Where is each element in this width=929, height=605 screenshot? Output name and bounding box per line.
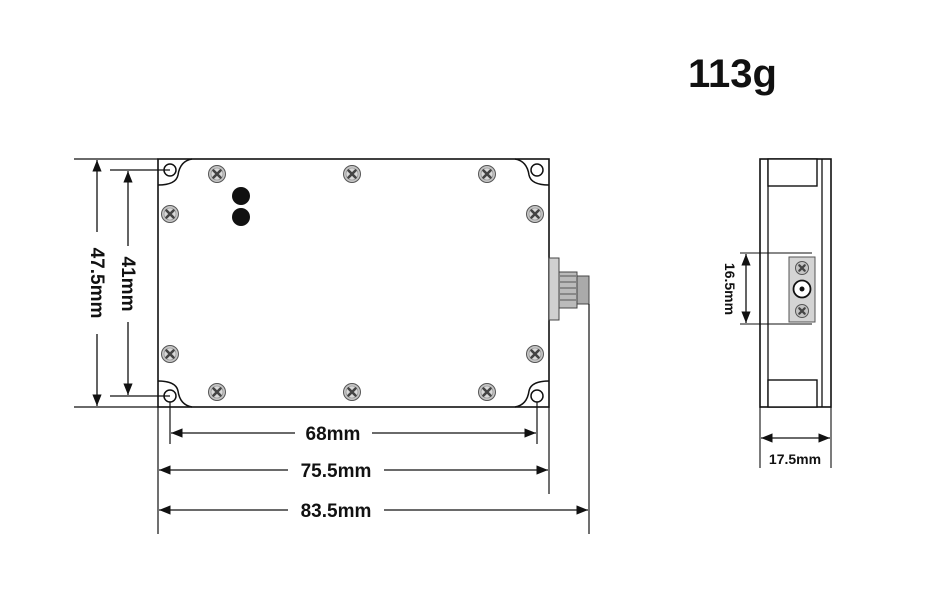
side-thickness-label: 17.5mm — [769, 451, 821, 467]
side-connector-plate — [788, 256, 816, 323]
screw-icon — [207, 164, 227, 184]
indicator-dot — [232, 187, 250, 205]
screw-icon — [477, 382, 497, 402]
side-flange-top — [767, 158, 818, 187]
dim-height-outer: 47.5mm — [86, 160, 107, 406]
dim-connector-span: 16.5mm — [722, 252, 812, 325]
screw-icon — [160, 204, 180, 224]
screw-icon — [794, 303, 810, 319]
side-view: 16.5mm 17.5mm — [722, 158, 832, 468]
indicator-dot — [232, 208, 250, 226]
front-view: 47.5mm 41mm 68mm 75.5mm 83.5mm — [74, 158, 590, 534]
dim-height-inner: 41mm — [117, 171, 138, 395]
screw-icon — [525, 344, 545, 364]
width-holes-label: 68mm — [306, 424, 361, 445]
screw-icon — [525, 204, 545, 224]
dim-width-body: 75.5mm — [159, 461, 548, 482]
screw-icon — [477, 164, 497, 184]
height-inner-label: 41mm — [117, 257, 138, 312]
width-body-label: 75.5mm — [301, 461, 372, 482]
dim-side-thickness: 17.5mm — [759, 407, 832, 468]
sma-connector — [548, 257, 590, 321]
height-outer-label: 47.5mm — [86, 248, 107, 319]
weight-label: 113g — [688, 52, 777, 96]
screw-icon — [207, 382, 227, 402]
dim-width-holes: 68mm — [171, 424, 536, 445]
screw-icon — [794, 260, 810, 276]
connector-span-label: 16.5mm — [722, 263, 738, 315]
enclosure-body — [157, 158, 550, 408]
dim-width-total: 83.5mm — [159, 501, 588, 522]
screw-icon — [342, 164, 362, 184]
width-total-label: 83.5mm — [301, 501, 372, 522]
extension-lines — [74, 158, 590, 534]
screw-icon — [342, 382, 362, 402]
screw-icon — [160, 344, 180, 364]
side-flange-bottom — [767, 379, 818, 408]
corner-mount-top-right — [514, 158, 550, 186]
